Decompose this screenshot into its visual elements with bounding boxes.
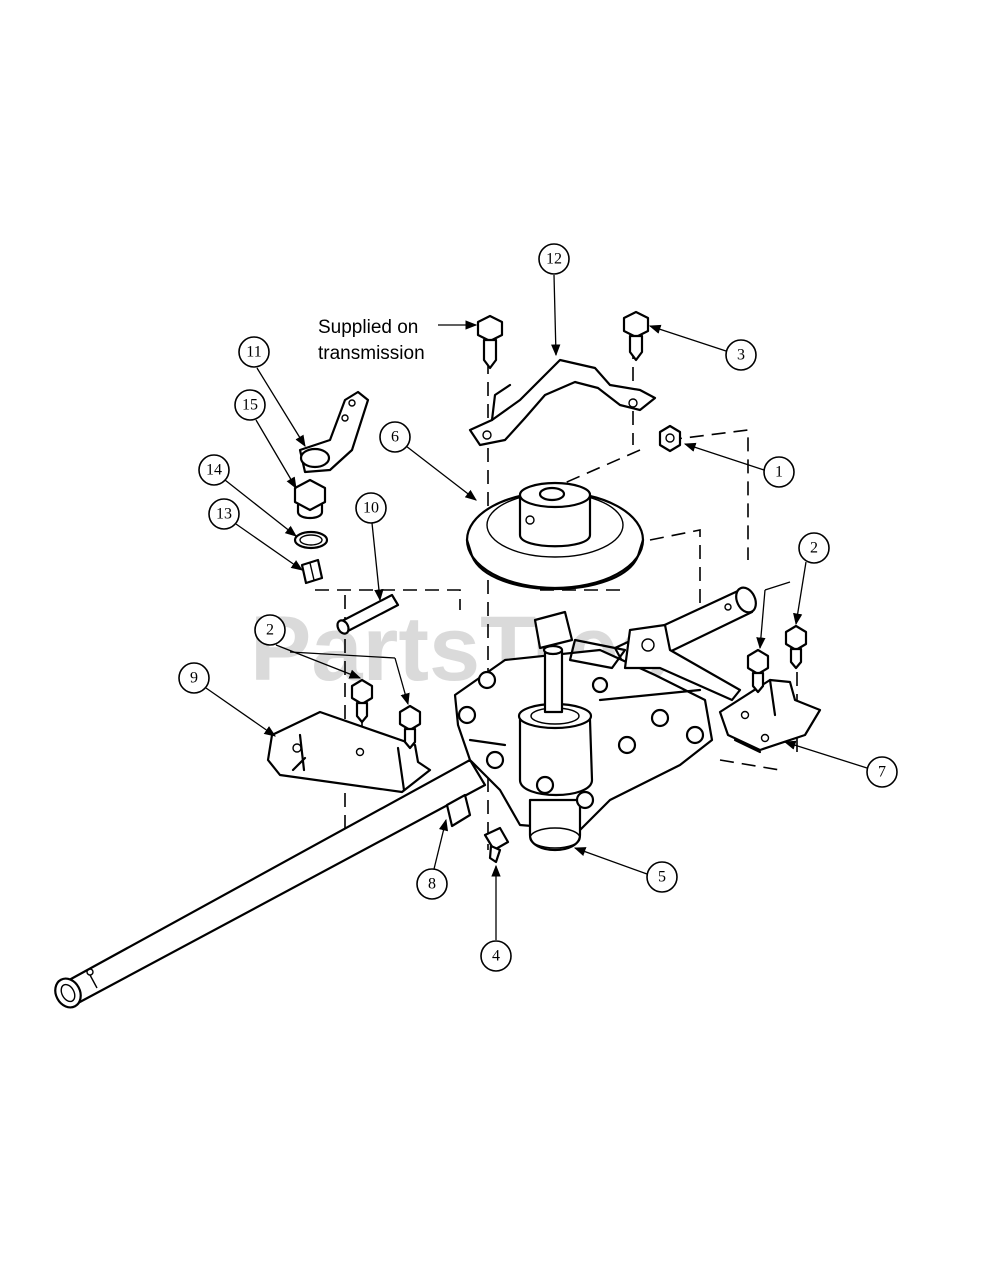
callout-14: 14 xyxy=(198,454,297,537)
callout-10: 10 xyxy=(355,492,387,602)
svg-text:2: 2 xyxy=(266,622,274,639)
callout-7: 7 xyxy=(783,740,898,788)
supplied-note-line1: Supplied on xyxy=(318,317,418,338)
belt-guide-bracket xyxy=(468,358,657,447)
svg-text:9: 9 xyxy=(190,670,198,687)
svg-text:11: 11 xyxy=(246,344,261,361)
svg-text:15: 15 xyxy=(242,397,258,414)
svg-text:14: 14 xyxy=(206,462,222,479)
callout-13: 13 xyxy=(208,498,303,571)
pin-10 xyxy=(336,593,400,635)
svg-text:4: 4 xyxy=(492,948,500,965)
shaft-collar xyxy=(533,610,627,670)
transmission-housing xyxy=(453,644,714,852)
svg-text:2: 2 xyxy=(810,540,818,557)
callout-1: 1 xyxy=(683,442,795,488)
svg-text:10: 10 xyxy=(363,500,379,517)
callout-5: 5 xyxy=(573,847,678,893)
callout-15: 15 xyxy=(234,389,297,490)
bolts-2-left xyxy=(350,678,422,750)
bolts-2-right xyxy=(746,624,808,694)
supplied-note-line2: transmission xyxy=(318,343,425,364)
screw-4 xyxy=(483,826,510,864)
callout-4: 4 xyxy=(480,864,512,972)
callout-6: 6 xyxy=(379,421,477,501)
callout-2-left: 2 xyxy=(254,614,410,706)
nut-1 xyxy=(658,424,682,453)
svg-text:5: 5 xyxy=(658,869,666,886)
right-mounting-bracket xyxy=(718,678,822,754)
svg-text:3: 3 xyxy=(737,347,745,364)
callout-8: 8 xyxy=(416,818,449,900)
svg-text:13: 13 xyxy=(216,506,232,523)
callout-9: 9 xyxy=(178,662,276,737)
callout-12: 12 xyxy=(538,243,570,357)
svg-text:12: 12 xyxy=(546,251,562,268)
axle-shaft xyxy=(54,758,487,1009)
supplied-bolt xyxy=(476,314,504,370)
callout-2-right: 2 xyxy=(756,532,830,650)
svg-text:8: 8 xyxy=(428,876,436,893)
callout-11: 11 xyxy=(238,336,306,447)
left-mounting-bracket xyxy=(266,710,432,794)
svg-text:1: 1 xyxy=(775,464,783,481)
pulley xyxy=(465,481,645,591)
shift-lever xyxy=(298,390,370,474)
shift-arm xyxy=(623,623,742,702)
ring-14 xyxy=(293,530,329,550)
clip-13 xyxy=(300,558,324,585)
svg-text:6: 6 xyxy=(391,429,399,446)
svg-text:7: 7 xyxy=(878,764,886,781)
callout-3: 3 xyxy=(648,324,757,371)
bolt-3 xyxy=(622,310,650,362)
hex-nut-15 xyxy=(293,478,327,520)
key-8 xyxy=(445,793,472,828)
